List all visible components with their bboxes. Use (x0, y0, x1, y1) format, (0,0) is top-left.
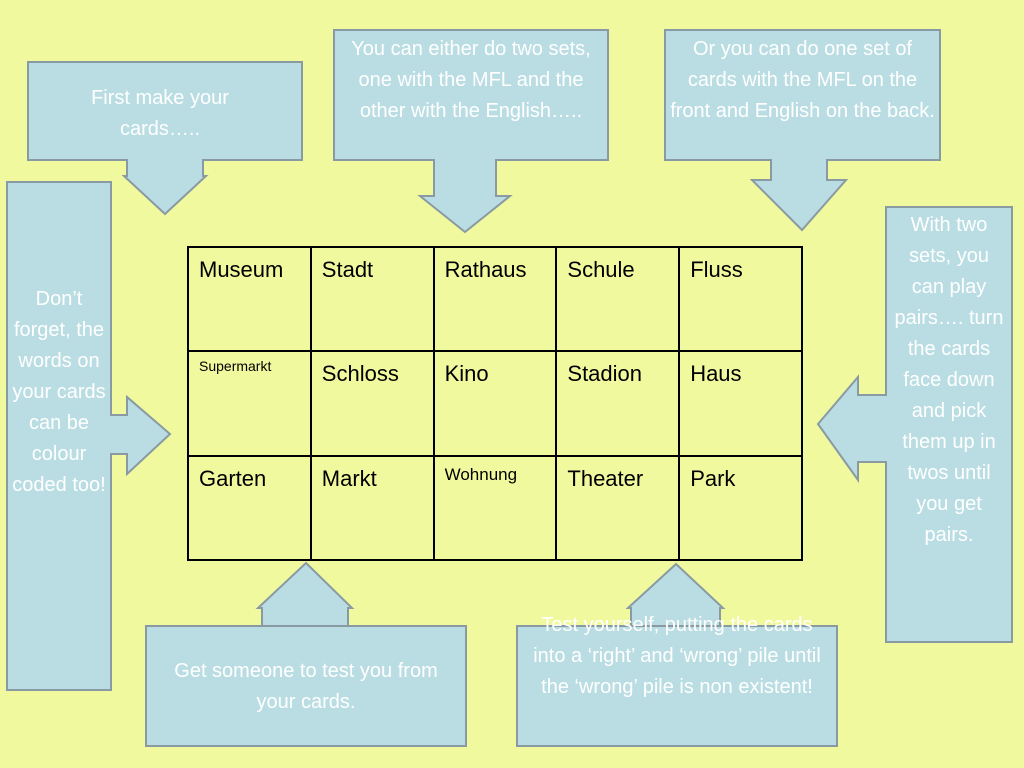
table-cell: Schloss (309, 350, 435, 457)
table-row: Garten Markt Wohnung Theater Park (187, 454, 803, 562)
table-cell: Park (678, 454, 803, 562)
table-cell: Garten (187, 454, 312, 562)
table-cell: Supermarkt (187, 350, 312, 457)
table-cell: Schule (555, 245, 681, 353)
table-cell: Stadion (555, 350, 681, 457)
table-cell: Fluss (678, 245, 803, 353)
callout-test-you-shape (145, 561, 467, 747)
table-cell: Kino (432, 350, 558, 457)
callout-colour-coded-shape (6, 181, 172, 691)
table-cell: Wohnung (432, 454, 558, 562)
table-row: Supermarkt Schloss Kino Stadion Haus (187, 350, 803, 457)
callout-play-pairs-shape (816, 206, 1013, 643)
callout-first-make: First make your cards….. (91, 87, 229, 140)
callout-test-yourself: Test yourself, putting the cards into a … (533, 614, 821, 698)
table-cell: Theater (555, 454, 681, 562)
table-cell: Rathaus (432, 245, 558, 353)
callout-one-set-shape (664, 29, 941, 232)
callout-colour-coded: Don’t forget, the words on your cards ca… (12, 288, 106, 496)
callout-test-you: Get someone to test you from your cards. (174, 660, 438, 713)
callout-test-yourself-shape (516, 562, 838, 747)
table-cell: Haus (678, 350, 803, 457)
callout-one-set: Or you can do one set of cards with the … (670, 38, 935, 122)
callout-two-sets-shape (333, 29, 609, 234)
callout-play-pairs: With two sets, you can play pairs…. turn… (894, 214, 1004, 546)
table-row: Museum Stadt Rathaus Schule Fluss (187, 245, 803, 353)
table-cell: Stadt (309, 245, 435, 353)
callout-first-make-shape (27, 61, 303, 216)
table-cell: Markt (309, 454, 435, 562)
table-cell: Museum (187, 245, 312, 353)
callout-two-sets: You can either do two sets, one with the… (351, 38, 591, 122)
vocab-table: Museum Stadt Rathaus Schule Fluss Superm… (187, 245, 803, 562)
